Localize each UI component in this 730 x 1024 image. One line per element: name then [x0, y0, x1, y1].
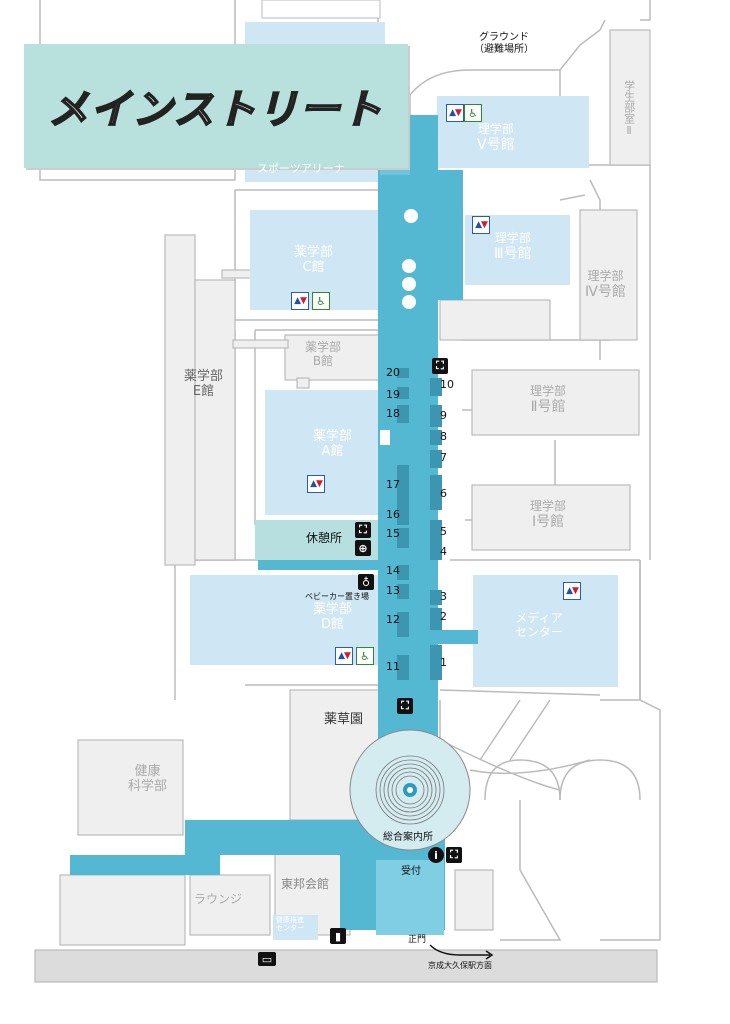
shop-number: 20: [386, 366, 400, 379]
sports-arena-label: スポーツアリーナ: [257, 162, 345, 175]
health-science-label-l1: 健康: [134, 764, 161, 779]
trash-icon: ⛶: [432, 358, 448, 374]
ph-c-label-l2: C館: [302, 259, 325, 275]
shop-number: 12: [386, 613, 400, 626]
ph-b-label: 薬学部 B館: [305, 340, 342, 369]
ph-d-label: 薬学部 D館: [313, 602, 353, 633]
bottle-icon: ▮: [330, 928, 346, 944]
main-gate-label: 正門: [408, 935, 427, 945]
ph-a-label: 薬学部 A館: [313, 429, 353, 460]
shop-number: 19: [386, 388, 400, 401]
sci5-label: 理学部 Ⅴ号館: [477, 122, 515, 153]
ph-a-label-l1: 薬学部: [313, 429, 353, 444]
ph-d-label-l2: D館: [321, 616, 345, 632]
shop-number: 16: [386, 508, 400, 521]
ph-e-label-l1: 薬学部: [184, 369, 224, 384]
media-center-label: メディア センター: [515, 611, 564, 640]
health-center-label: 健康推進 センター: [276, 916, 304, 932]
ph-b-label-l1: 薬学部: [305, 340, 342, 354]
shop-number: 9: [440, 409, 447, 422]
shop-number: 5: [440, 525, 447, 538]
restroom-icon: ▲▼: [335, 647, 353, 665]
shop-number: 17: [386, 478, 400, 491]
sci4-label: 理学部 Ⅳ号館: [585, 269, 626, 300]
health-center-label-l2: センター: [276, 924, 304, 933]
herb-garden-label: 薬草園: [324, 712, 364, 727]
shop-number: 13: [386, 584, 400, 597]
shop-number: 2: [440, 610, 447, 623]
ph-c-label: 薬学部 C館: [294, 245, 334, 276]
info-icon: i: [428, 847, 444, 863]
sci5-label-l2: Ⅴ号館: [477, 136, 515, 153]
sci1-label-l2: Ⅰ号館: [531, 513, 565, 530]
stroller-icon: ♁: [358, 574, 374, 590]
ph-a-label-l2: A館: [321, 443, 344, 459]
shop-number: 1: [440, 656, 447, 669]
shop-number: 4: [440, 545, 447, 558]
health-science-label-l2: 科学部: [128, 778, 168, 794]
sci3-label-l1: 理学部: [494, 231, 531, 245]
trash-icon: ⛶: [397, 698, 413, 714]
sci1-label-l1: 理学部: [530, 499, 567, 513]
restroom-icon: ▲▼: [307, 475, 325, 493]
shop-number: 6: [440, 487, 447, 500]
restroom-icon: ▲▼: [291, 292, 309, 310]
toho-hall-label: 東邦会館: [281, 877, 330, 891]
accessible-icon: ♿: [312, 292, 330, 310]
accessible-icon: ♿: [464, 104, 482, 122]
stroller-parking-label: ベビーカー置き場: [305, 592, 369, 601]
sci3-label-l2: Ⅲ号館: [494, 245, 532, 262]
sci2-label-l1: 理学部: [530, 384, 567, 398]
sci2-label: 理学部 Ⅱ号館: [530, 384, 567, 415]
trash-icon: ⛶: [355, 522, 371, 538]
banner-title: メインストリート: [47, 86, 384, 134]
trash-icon: ⛶: [446, 847, 462, 863]
shop-number: 8: [440, 430, 447, 443]
ph-e-label-l2: E館: [192, 383, 215, 399]
sci3-label: 理学部 Ⅲ号館: [494, 231, 532, 262]
banner: メインストリート: [24, 44, 408, 168]
ph-c-label-l1: 薬学部: [294, 245, 334, 260]
media-center-label-l1: メディア: [515, 611, 563, 625]
rest-area-label: 休憩所: [306, 531, 343, 545]
sci5-label-l1: 理学部: [477, 122, 514, 136]
shop-number: 3: [440, 590, 447, 603]
ph-b-label-l2: B館: [312, 353, 334, 368]
shop-number: 10: [440, 378, 454, 391]
sci1-label: 理学部 Ⅰ号館: [530, 499, 567, 530]
shop-number: 18: [386, 407, 400, 420]
ph-e-label: 薬学部 E館: [184, 369, 224, 400]
reception-label: 受付: [401, 866, 421, 877]
sci2-label-l2: Ⅱ号館: [530, 398, 566, 415]
student-room-label: 学生部室Ⅱ: [622, 80, 636, 137]
shop-number: 14: [386, 564, 400, 577]
restroom-icon: ▲▼: [472, 216, 490, 234]
health-science-label: 健康 科学部: [128, 764, 168, 795]
ground-label-line1: グラウンド: [479, 32, 529, 43]
dining-icon: ⊕: [355, 540, 371, 556]
restroom-icon: ▲▼: [446, 104, 464, 122]
ground-label: グラウンド （避難場所）: [474, 32, 534, 55]
lounge-label: ラウンジ: [194, 892, 243, 906]
media-center-label-l2: センター: [515, 624, 564, 639]
shop-number: 11: [386, 660, 400, 673]
shop-number: 7: [440, 451, 447, 464]
health-center-label-l1: 健康推進: [276, 916, 304, 924]
accessible-icon: ♿: [356, 647, 374, 665]
info-center-label: 総合案内所: [383, 832, 433, 843]
shop-number: 15: [386, 527, 400, 540]
sci4-label-l1: 理学部: [587, 269, 624, 283]
ph-d-label-l1: 薬学部: [313, 602, 353, 617]
ground-label-line2: （避難場所）: [474, 43, 534, 55]
restroom-icon: ▲▼: [563, 582, 581, 600]
bus-icon: ▭: [258, 952, 276, 966]
station-label: 京成大久保駅方面: [428, 961, 492, 970]
sci4-label-l2: Ⅳ号館: [585, 283, 626, 300]
